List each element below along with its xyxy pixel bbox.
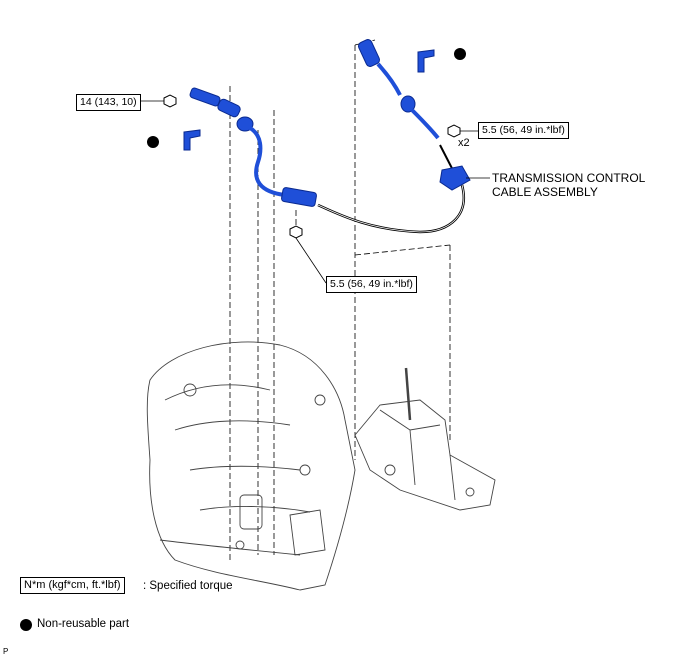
legend-torque-symbol: N*m (kgf*cm, ft.*lbf) [20,577,125,594]
part-label-line2: CABLE ASSEMBLY [492,185,598,199]
nonreusable-dot-left [147,136,159,148]
part-label-line1: TRANSMISSION CONTROL [492,171,646,185]
clip-left [183,129,201,151]
quantity-label: x2 [458,137,470,149]
legend-nonreusable-dot [20,619,32,631]
nonreusable-dot-right [454,48,466,60]
torque-callout-mid: 5.5 (56, 49 in.*lbf) [326,276,417,293]
cable-line [317,184,465,234]
clip-right [417,49,435,73]
transmission-case [146,341,356,591]
legend-nonreusable-text: Non-reusable part [37,618,130,630]
cable-right-end [357,39,471,191]
leader-lines [140,100,490,284]
nuts [163,94,461,239]
footer-code: P [3,647,9,656]
torque-callout-upper-right: 5.5 (56, 49 in.*lbf) [478,122,569,139]
shift-lever-assembly [354,367,496,511]
torque-callout-upper-left: 14 (143, 10) [76,94,141,111]
guide-lines [229,39,451,560]
legend-torque-text: : Specified torque [143,580,233,592]
cable-left-end [189,87,317,207]
